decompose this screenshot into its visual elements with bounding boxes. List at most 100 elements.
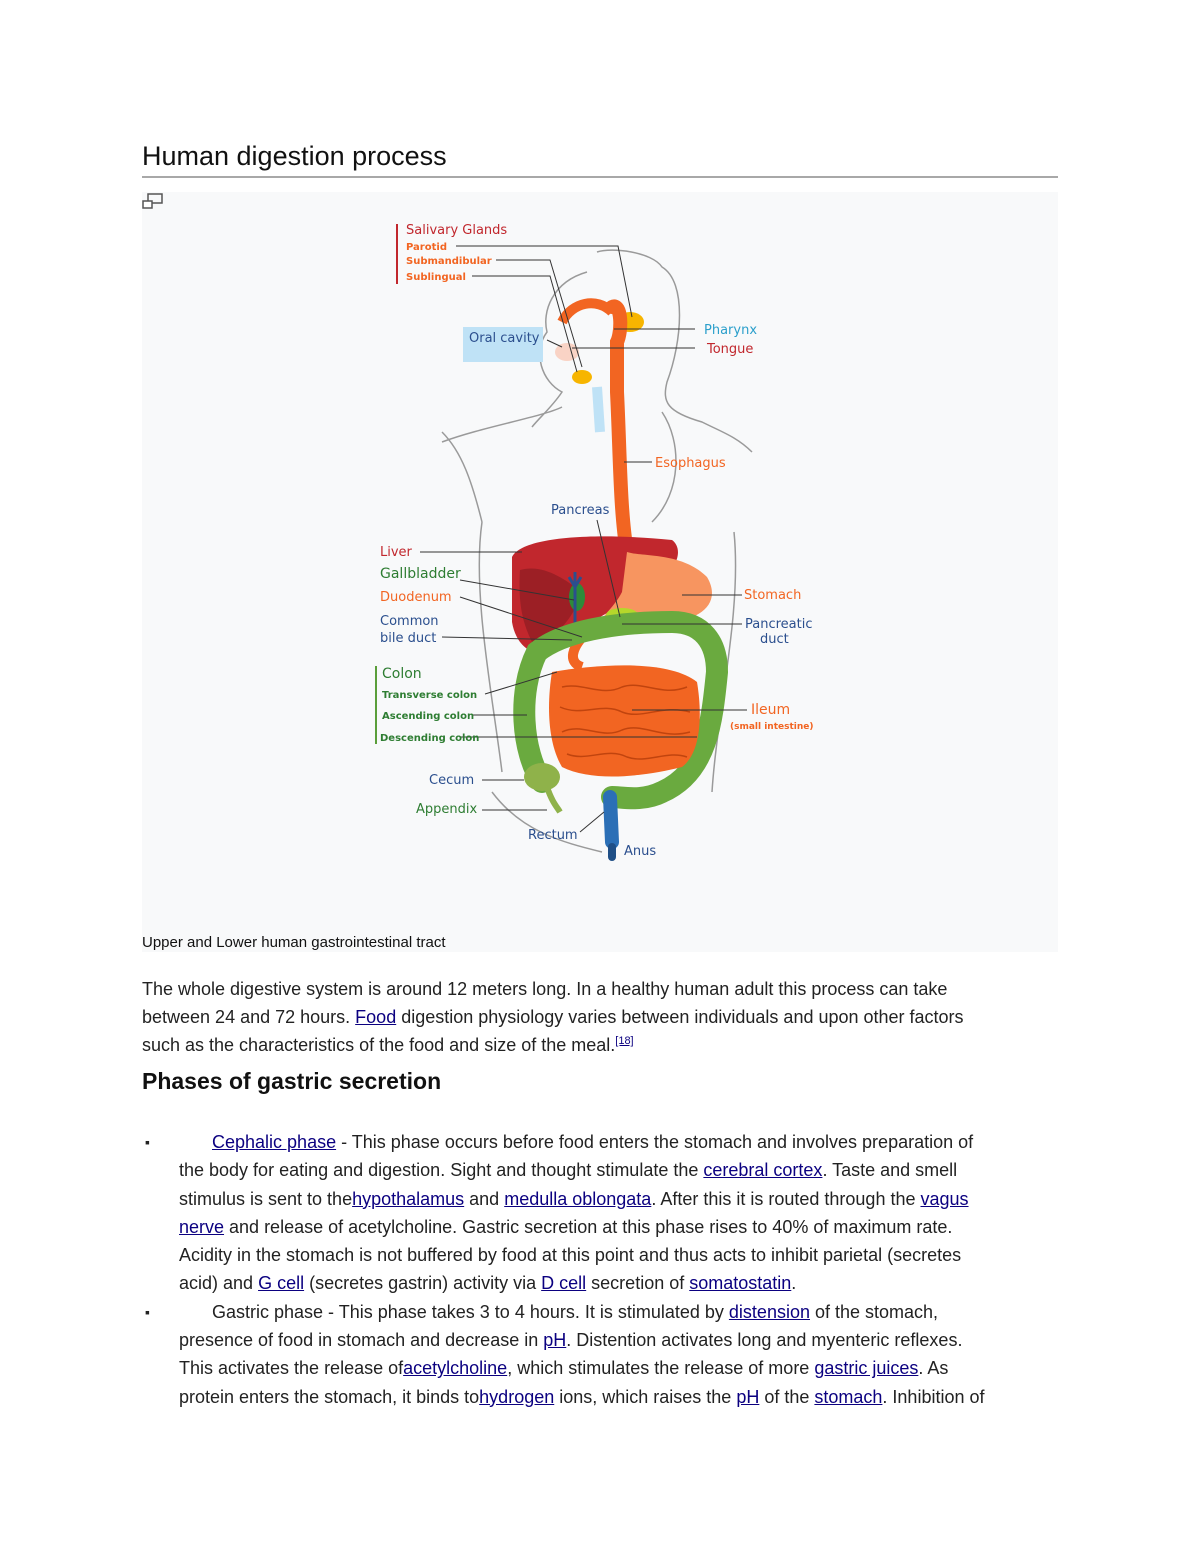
label-small-intestine: (small intestine)	[730, 722, 814, 732]
list-text: ions, which raises the	[554, 1386, 737, 1407]
list-text: . Distention activates long and myenteri…	[566, 1330, 963, 1351]
digestive-diagram: Salivary Glands Parotid Submandibular Su…	[375, 223, 814, 861]
label-ascending-colon: Ascending colon	[382, 711, 474, 722]
list-item-gastric: ▪ Gastric phase - This phase takes 3 to …	[142, 1298, 1058, 1411]
list-text: , which stimulates the release of more	[507, 1358, 815, 1379]
list-text: the body for eating and digestion. Sight…	[179, 1160, 704, 1181]
label-common: Common	[380, 614, 439, 629]
gallbladder-shape	[569, 583, 585, 611]
label-salivary-glands: Salivary Glands	[406, 223, 507, 238]
label-anus: Anus	[624, 844, 656, 859]
label-stomach: Stomach	[744, 588, 801, 603]
reference-link[interactable]: [18]	[615, 1035, 634, 1047]
label-sublingual: Sublingual	[406, 272, 466, 283]
list-text: stimulus is sent to the	[179, 1188, 353, 1209]
oral-cavity-highlight	[463, 327, 543, 362]
list-text: (secretes gastrin) activity via	[304, 1273, 542, 1294]
list-text: protein enters the stomach, it binds to	[179, 1386, 480, 1407]
esophagus-shape	[605, 299, 634, 559]
list-text: This activates the release of	[179, 1358, 404, 1379]
list-text: and release of acetylcholine. Gastric se…	[224, 1216, 953, 1237]
label-oral-cavity: Oral cavity	[469, 331, 540, 346]
link-somatostatin[interactable]: somatostatin	[689, 1273, 792, 1294]
label-pancreas: Pancreas	[551, 503, 610, 518]
list-text: Gastric phase - This phase takes 3 to 4 …	[212, 1301, 729, 1322]
intro-line-2: between 24 and 72 hours. Food digestion …	[142, 1003, 964, 1031]
link-cerebral-cortex[interactable]: cerebral cortex	[703, 1160, 823, 1181]
label-parotid: Parotid	[406, 242, 447, 253]
link-stomach[interactable]: stomach	[814, 1386, 883, 1407]
trachea-shape	[592, 386, 605, 433]
intro-line-3: such as the characteristics of the food …	[142, 1031, 964, 1059]
list-text: presence of food in stomach and decrease…	[179, 1330, 544, 1351]
link-gastric-juices[interactable]: gastric juices	[814, 1358, 919, 1379]
intro-line-1: The whole digestive system is around 12 …	[142, 979, 948, 999]
list-text: . Inhibition of	[882, 1386, 985, 1407]
label-rectum: Rectum	[528, 828, 578, 843]
link-medulla-oblongata[interactable]: medulla oblongata	[504, 1188, 652, 1209]
section-heading: Phases of gastric secretion	[142, 1068, 442, 1094]
label-esophagus: Esophagus	[655, 456, 726, 471]
label-ileum: Ileum	[751, 702, 790, 718]
link-vagus[interactable]: vagus	[920, 1188, 969, 1209]
diagram-labels: Salivary Glands Parotid Submandibular Su…	[375, 223, 814, 859]
list-text: of the stomach,	[809, 1301, 939, 1322]
phases-list: ▪ Cephalic phase - This phase occurs bef…	[142, 1128, 1058, 1411]
label-duct: duct	[760, 632, 789, 647]
bullet-icon: ▪	[145, 1303, 150, 1320]
list-text: . After this it is routed through the	[651, 1188, 921, 1209]
label-pharynx: Pharynx	[704, 323, 757, 338]
label-duodenum: Duodenum	[380, 590, 452, 605]
link-food[interactable]: Food	[355, 1007, 397, 1027]
link-hypothalamus[interactable]: hypothalamus	[352, 1188, 465, 1209]
list-text: .	[791, 1273, 797, 1294]
list-text: acid) and	[179, 1273, 259, 1294]
intro-paragraph: The whole digestive system is around 12 …	[142, 975, 964, 1059]
list-item-cephalic: ▪ Cephalic phase - This phase occurs bef…	[142, 1128, 1058, 1298]
colon-shape	[513, 610, 729, 810]
rectum-shape	[603, 790, 619, 849]
pharynx-shape	[557, 298, 616, 325]
intro-text: between 24 and 72 hours.	[142, 1007, 356, 1027]
link-distension[interactable]: distension	[728, 1301, 810, 1322]
intro-text: such as the characteristics of the food …	[142, 1035, 616, 1055]
link-ph-2[interactable]: pH	[736, 1386, 760, 1407]
bile-duct-shape	[567, 572, 583, 632]
list-text: - This phase occurs before food enters t…	[336, 1132, 974, 1152]
link-acetylcholine[interactable]: acetylcholine	[403, 1358, 508, 1379]
colon-bracket	[375, 666, 377, 744]
link-hydrogen[interactable]: hydrogen	[479, 1386, 555, 1407]
link-cephalic-phase[interactable]: Cephalic phase	[212, 1132, 337, 1152]
link-nerve[interactable]: nerve	[179, 1216, 225, 1237]
cecum-shape	[524, 763, 560, 791]
figure-caption: Upper and Lower human gastrointestinal t…	[142, 934, 446, 951]
label-gallbladder: Gallbladder	[380, 566, 461, 582]
salivary-bracket	[396, 224, 398, 284]
link-g-cell[interactable]: G cell	[258, 1273, 305, 1294]
label-transverse-colon: Transverse colon	[382, 690, 477, 701]
label-pancreatic: Pancreatic	[745, 617, 813, 632]
label-submandibular: Submandibular	[406, 256, 492, 267]
label-colon: Colon	[382, 666, 422, 682]
list-text: and	[464, 1188, 505, 1209]
intro-text: digestion physiology varies between indi…	[396, 1007, 964, 1027]
label-tongue: Tongue	[706, 342, 753, 357]
enlarge-icon[interactable]	[142, 192, 164, 210]
page-title: Human digestion process	[142, 141, 447, 171]
label-appendix: Appendix	[416, 802, 477, 817]
label-cecum: Cecum	[429, 773, 474, 788]
body-outline	[441, 249, 753, 853]
leader-lines	[420, 245, 747, 833]
list-text: Acidity in the stomach is not buffered b…	[179, 1245, 962, 1266]
link-d-cell[interactable]: D cell	[541, 1273, 587, 1294]
label-liver: Liver	[380, 545, 413, 560]
list-text: of the	[759, 1386, 815, 1407]
appendix-shape	[544, 786, 563, 814]
intestine-folds	[559, 684, 691, 760]
sublingual-gland	[572, 370, 592, 384]
link-ph[interactable]: pH	[543, 1330, 567, 1351]
list-text: . Taste and smell	[822, 1160, 958, 1181]
label-bile-duct: bile duct	[380, 631, 436, 646]
title-divider	[142, 176, 1058, 178]
liver-lobe-shape	[519, 568, 582, 642]
